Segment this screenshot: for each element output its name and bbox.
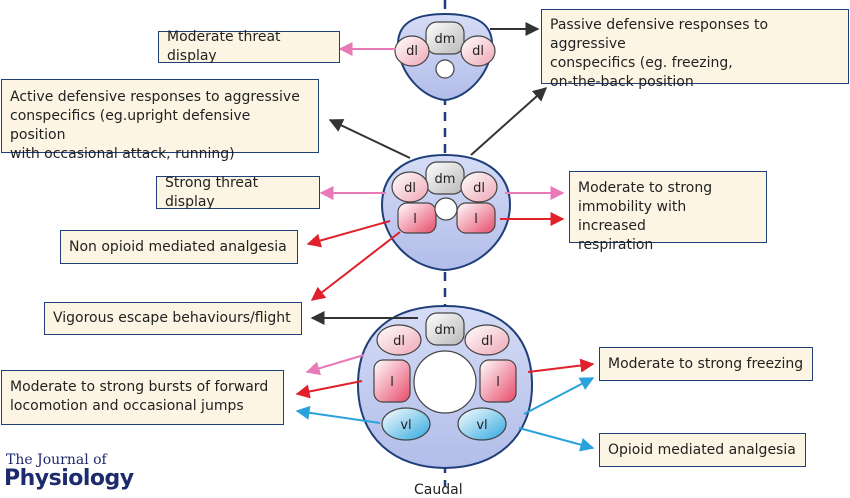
l-label-right: l [496, 375, 500, 390]
box-strong-threat-display: Strong threat display [156, 175, 320, 210]
dm-label: dm [435, 323, 456, 338]
vl-column-left [381, 407, 431, 441]
dl-column-left [391, 171, 429, 203]
arrow-to-non-opioid [306, 220, 391, 248]
journal-logo-line1: The Journal of [6, 452, 107, 468]
l-label-left: l [413, 212, 417, 227]
dl-label-left: dl [406, 44, 418, 59]
arrow-to-moderate-freezing-red [527, 358, 595, 373]
caudal-label: Caudal [414, 482, 463, 498]
dl-label-left: dl [404, 181, 416, 196]
l-label-left: l [390, 375, 394, 390]
box-moderate-strong-immobility: Moderate to strong immobility with incre… [569, 171, 767, 253]
dl-column-left [394, 35, 430, 67]
arrow-to-passive-defensive-2 [470, 87, 548, 156]
box-passive-defensive: Passive defensive responses to aggressiv… [541, 9, 849, 90]
dl-column-right [464, 324, 510, 356]
arrow-to-forward-locomotion-pink [305, 354, 365, 376]
vl-column-right [457, 407, 507, 441]
l-label-right: l [474, 212, 478, 227]
box-active-defensive: Active defensive responses to aggressive… [1, 79, 319, 162]
dm-column [425, 312, 465, 346]
section-outline [396, 12, 494, 102]
pag-section-rostral: dm dl dl [394, 12, 496, 102]
journal-logo-line2: Physiology [4, 466, 134, 491]
aqueduct [434, 197, 458, 221]
dm-column [425, 21, 465, 55]
l-column-left [373, 359, 411, 403]
box-moderate-strong-freezing: Moderate to strong freezing [599, 347, 813, 381]
arrow-to-active-defensive [328, 119, 411, 159]
dl-column-left [376, 324, 422, 356]
dl-label-right: dl [472, 44, 484, 59]
box-non-opioid-analgesia: Non opioid mediated analgesia [60, 230, 298, 264]
l-column-left [397, 202, 437, 234]
arrow-to-forward-locomotion-red [295, 380, 363, 399]
pag-section-caudal: dm dl dl l l vl vl [356, 304, 534, 470]
arrow-to-moderate-freezing-blue [523, 377, 595, 415]
aqueduct [435, 59, 455, 79]
dl-label-right: dl [481, 334, 493, 349]
arrow-to-vigorous-escape [310, 231, 401, 301]
arrow-to-forward-locomotion-blue [295, 405, 381, 424]
l-column-right [479, 359, 517, 403]
l-column-right [456, 202, 496, 234]
box-vigorous-escape: Vigorous escape behaviours/flight [44, 302, 302, 335]
box-moderate-threat-display: Moderate threat display [158, 29, 340, 64]
dl-column-right [460, 171, 498, 203]
dm-label: dm [435, 172, 456, 187]
dm-label: dm [435, 32, 456, 47]
dl-column-right [460, 35, 496, 67]
vl-label-right: vl [476, 418, 487, 433]
dl-label-left: dl [393, 334, 405, 349]
pag-section-intermediate: dm dl dl l l [380, 153, 512, 272]
box-forward-locomotion: Moderate to strong bursts of forward loc… [1, 370, 284, 425]
dl-label-right: dl [473, 181, 485, 196]
arrow-to-opioid-blue [518, 427, 595, 452]
vl-label-left: vl [400, 418, 411, 433]
aqueduct [413, 350, 477, 414]
box-opioid-analgesia: Opioid mediated analgesia [599, 433, 806, 467]
